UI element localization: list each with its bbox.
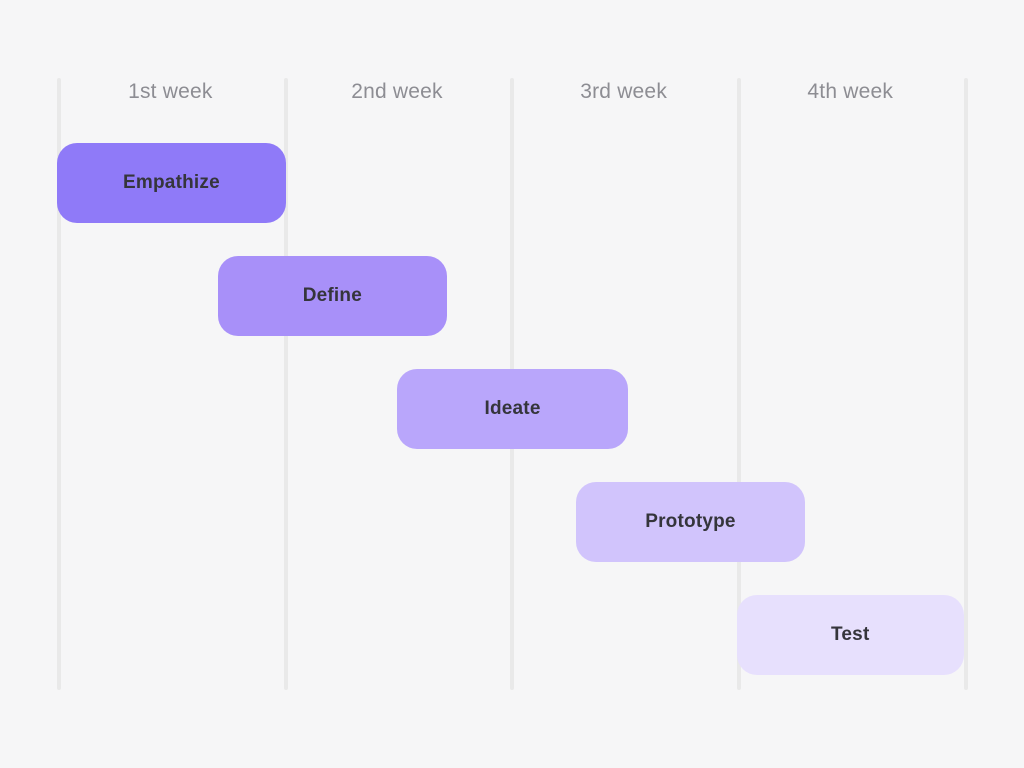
- week-label: 4th week: [807, 80, 894, 103]
- task-bar-prototype: Prototype: [576, 482, 805, 562]
- task-label: Test: [831, 624, 870, 645]
- task-bar-empathize: Empathize: [57, 143, 286, 223]
- week-label: 3rd week: [580, 80, 668, 103]
- task-bar-ideate: Ideate: [396, 369, 629, 449]
- gridline: [963, 78, 968, 690]
- task-label: Define: [302, 285, 362, 306]
- week-label: 2nd week: [351, 80, 443, 103]
- gridline: [736, 78, 741, 690]
- task-label: Ideate: [484, 398, 541, 419]
- gridline: [57, 78, 61, 690]
- task-label: Prototype: [645, 511, 736, 532]
- week-label: 1st week: [128, 80, 213, 103]
- task-bar-test: Test: [736, 595, 964, 675]
- task-label: Empathize: [123, 172, 220, 193]
- task-bar-define: Define: [217, 256, 447, 336]
- gridline: [283, 78, 288, 690]
